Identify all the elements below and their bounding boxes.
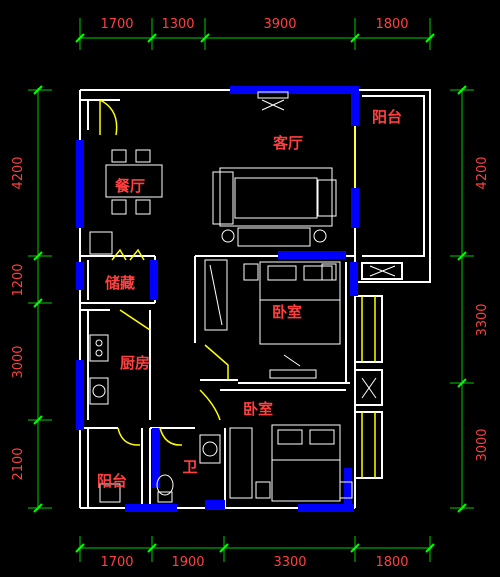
dim-left-2: 1200: [11, 263, 26, 296]
dim-right-3: 3000: [475, 428, 490, 461]
dim-right-2: 3300: [475, 303, 490, 336]
dim-left-3: 3000: [11, 345, 26, 378]
room-bath: 卫: [182, 458, 197, 476]
room-bedroom-1: 卧室: [272, 303, 302, 321]
dim-top-2: 1300: [161, 17, 194, 32]
room-dining: 餐厅: [115, 177, 145, 195]
dim-left-1: 4200: [11, 156, 26, 189]
dim-bottom-1: 1700: [100, 555, 133, 570]
dim-top-1: 1700: [100, 17, 133, 32]
room-balcony-top: 阳台: [372, 108, 402, 126]
dim-bottom-3: 3300: [273, 555, 306, 570]
room-bedroom-2: 卧室: [243, 400, 273, 418]
room-storage: 储藏: [105, 274, 135, 292]
dining-table: [105, 164, 163, 198]
dim-right-1: 4200: [475, 156, 490, 189]
room-balcony-bottom: 阳台: [97, 472, 127, 490]
room-labels: 客厅 阳台 餐厅 储藏 卧室 厨房 卧室 卫 阳台: [97, 108, 402, 490]
living-sofa-set: [219, 167, 333, 227]
bed-2: [271, 424, 341, 502]
dim-top-3: 3900: [263, 17, 296, 32]
furniture: [89, 91, 396, 503]
dim-bottom-4: 1800: [375, 555, 408, 570]
room-kitchen: 厨房: [120, 354, 150, 372]
dim-top-4: 1800: [375, 17, 408, 32]
dimension-ticks: [33, 33, 467, 553]
dimension-labels: 1700 1300 3900 1800 1700 1900 3300 1800 …: [11, 17, 490, 570]
dim-bottom-2: 1900: [171, 555, 204, 570]
dim-left-4: 2100: [11, 447, 26, 480]
windows: [76, 86, 359, 512]
doors: [99, 99, 376, 478]
bed-1: [259, 261, 341, 345]
room-living: 客厅: [272, 134, 303, 152]
